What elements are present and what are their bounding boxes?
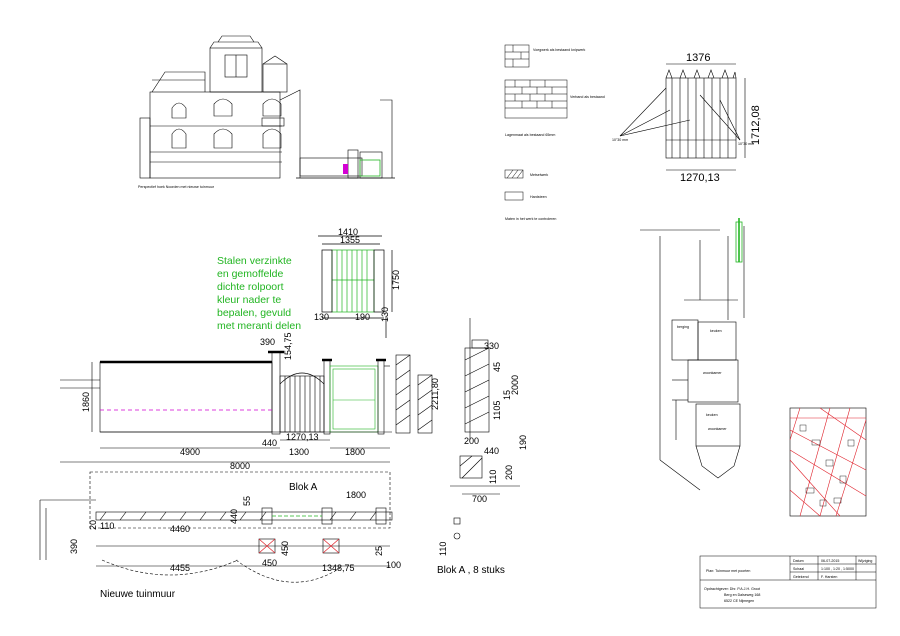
title-date: 06-07-2015 — [821, 559, 839, 563]
dim-wall-440: 440 — [262, 438, 277, 448]
gate-note-line-2: en gemoffelde — [217, 268, 284, 280]
dim-wall-1270: 1270,13 — [286, 432, 319, 442]
site-room-5: woonkamer — [708, 427, 727, 431]
dim-plan-1800: 1800 — [346, 490, 366, 500]
legend: Voegwerk als bestaand knipwerk Verband a… — [504, 44, 605, 221]
dim-gate-130a: 130 — [314, 312, 329, 322]
dim-pillar-2000: 2000 — [510, 375, 520, 395]
dim-plan-55: 55 — [242, 496, 252, 506]
legend-bond: Verband als bestaand — [570, 95, 605, 99]
dim-pillar-15: 15 — [502, 390, 512, 400]
legend-note: Maten in het werk te controleren — [505, 217, 556, 221]
gate-detail-top — [619, 63, 746, 171]
dim-plan-110: 110 — [100, 521, 114, 531]
dim-wall-154: 154,75 — [283, 332, 293, 360]
dim-plan-100: 100 — [386, 560, 401, 570]
plan-block-mark-2 — [322, 538, 340, 554]
dim-gate-190: 190 — [355, 312, 370, 322]
gate-note-line-6: met meranti delen — [217, 320, 301, 332]
gate-note-line-1: Stalen verzinkte — [217, 255, 292, 267]
block-count-label: Blok A , 8 stuks — [437, 565, 505, 576]
plan-block-label: Blok A — [289, 482, 318, 493]
title-drawn-label: Getekend — [793, 575, 809, 579]
dim-gate-130b: 130 — [380, 307, 390, 322]
dim-top-width: 1376 — [686, 52, 710, 64]
dim-pillar-45: 45 — [492, 362, 502, 372]
dim-wall-4900: 4900 — [180, 447, 200, 457]
dim-section-700: 700 — [472, 494, 487, 504]
dim-plan-4460: 4460 — [170, 524, 190, 534]
site-room-3: woonkamer — [703, 371, 722, 375]
gate-note: Stalen verzinkte en gemoffelde dichte ro… — [217, 255, 301, 332]
dim-gate-1750: 1750 — [391, 270, 401, 290]
pillar-sections — [395, 318, 490, 440]
gate-green-mark — [359, 159, 381, 177]
dim-wall-8000: 8000 — [230, 461, 250, 471]
highlight-mark — [343, 164, 348, 174]
dim-section-440: 440 — [484, 446, 499, 456]
dim-pillar-200: 200 — [464, 436, 479, 446]
plan-block-mark-1 — [258, 538, 276, 554]
legend-masonry: Metselwerk — [530, 173, 548, 177]
dim-plan-1348: 1348,75 — [322, 563, 355, 573]
legend-layer: Lagenmaat als bestaand 65mm — [505, 133, 555, 137]
gate-note-line-5: bepalen, gevuld — [217, 307, 291, 319]
dim-top-height: 1712,08 — [750, 105, 762, 145]
detail-note-left: 10"30 mm — [612, 138, 628, 142]
title-change-label: Wijziging — [858, 559, 872, 563]
title-scale: 1:100 , 1:20 , 1:5000 — [821, 567, 854, 571]
title-project: Plan: Tuinmuur met poorten — [706, 569, 750, 573]
dim-pillar-330: 330 — [484, 341, 499, 351]
cadastral-map — [789, 407, 867, 517]
dim-plan-4455: 4455 — [170, 563, 190, 573]
site-room-1: berging — [677, 325, 689, 329]
dim-plan-390: 390 — [69, 539, 79, 554]
dim-wall-1800: 1800 — [345, 447, 365, 457]
dim-section-200: 200 — [504, 465, 514, 480]
wall-elevation — [60, 350, 392, 463]
dim-pillar-2211: 2211,80 — [430, 378, 440, 410]
gate-elevation — [318, 235, 393, 338]
dim-wall-390: 390 — [260, 337, 275, 347]
foundation-section — [450, 455, 520, 495]
title-client-1: Opdrachtgever: Dhr. P.A.J.H. Groot — [704, 587, 760, 591]
site-room-4: keuken — [706, 413, 718, 417]
site-room-2: keuken — [710, 329, 722, 333]
dim-plan-20: 20 — [88, 520, 98, 530]
detail-note-right: 10"30 mm — [738, 142, 754, 146]
dim-gate-1410: 1410 — [338, 227, 358, 237]
gate-note-line-4: kleur nader te — [217, 294, 281, 306]
dim-plan-450a: 450 — [280, 541, 290, 556]
dim-section-110: 110 — [488, 470, 498, 484]
gate-note-line-3: dichte rolpoort — [217, 281, 284, 293]
title-client-2: Berg en Dalseweg 168 — [724, 593, 760, 597]
legend-bluestone: Hardsteen — [530, 195, 547, 199]
elevation-caption: Perspectief hoek Noorden met nieuwe tuin… — [138, 185, 215, 189]
dim-plan-110b: 110 — [438, 542, 448, 556]
dim-plan-25: 25 — [374, 546, 384, 556]
site-plan — [640, 226, 745, 491]
house-elevation — [139, 35, 395, 179]
title-scale-label: Schaal — [793, 567, 804, 571]
dim-pillar-1105: 1105 — [492, 401, 502, 420]
dim-plan-440: 440 — [229, 509, 239, 524]
legend-joint: Voegwerk als bestaand knipwerk — [533, 48, 586, 52]
title-date-label: Datum — [793, 559, 804, 563]
title-drawn: F. Harsten — [821, 575, 837, 579]
dim-plan-450b: 450 — [262, 558, 277, 568]
dim-pillar-190: 190 — [518, 435, 528, 450]
dim-wall-1300: 1300 — [289, 447, 309, 457]
title-block — [699, 555, 877, 609]
plan-title: Nieuwe tuinmuur — [100, 589, 176, 600]
title-client-3: 6522 CE Nijmegen — [724, 599, 754, 603]
dim-wall-1860: 1860 — [81, 392, 91, 412]
dim-gate-1355: 1355 — [340, 235, 360, 245]
dim-top-width-bottom: 1270,13 — [680, 172, 720, 184]
wall-plan — [39, 471, 461, 583]
